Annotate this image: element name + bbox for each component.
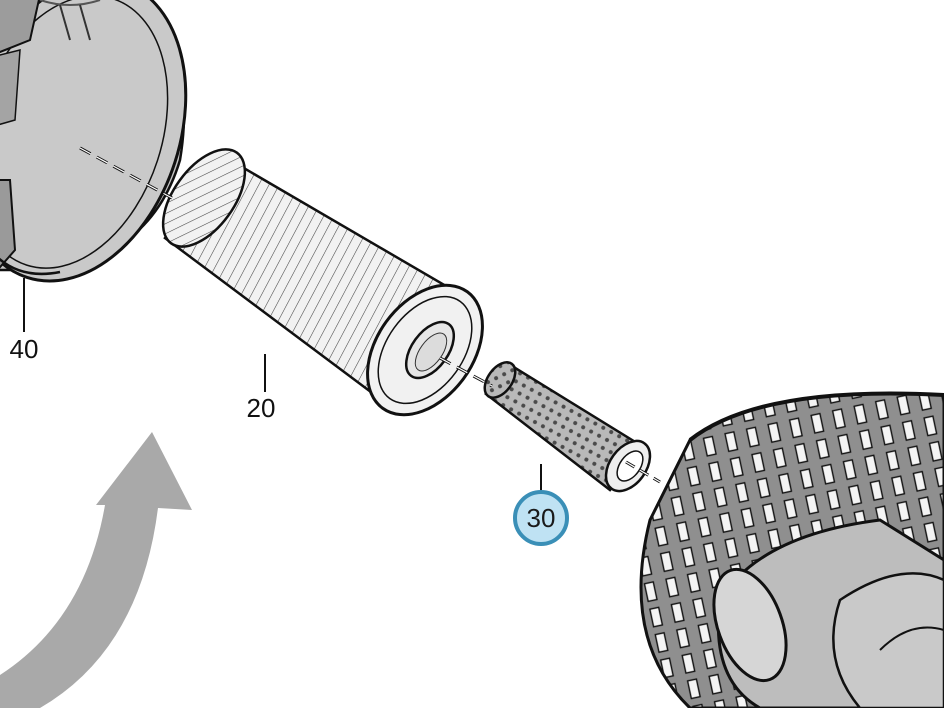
callout-label-40: 40 <box>10 334 39 364</box>
mesh-tube-part <box>483 361 652 493</box>
pleated-filter-part <box>161 148 484 417</box>
callout-label-20: 20 <box>247 393 276 423</box>
callout-label-30: 30 <box>527 503 556 533</box>
pump-housing-part <box>639 391 944 708</box>
curved-arrow-icon <box>0 432 192 708</box>
assembly-axis <box>79 146 661 484</box>
callout-badge-30: 30 <box>513 490 569 546</box>
housing-cap-part <box>0 0 188 283</box>
